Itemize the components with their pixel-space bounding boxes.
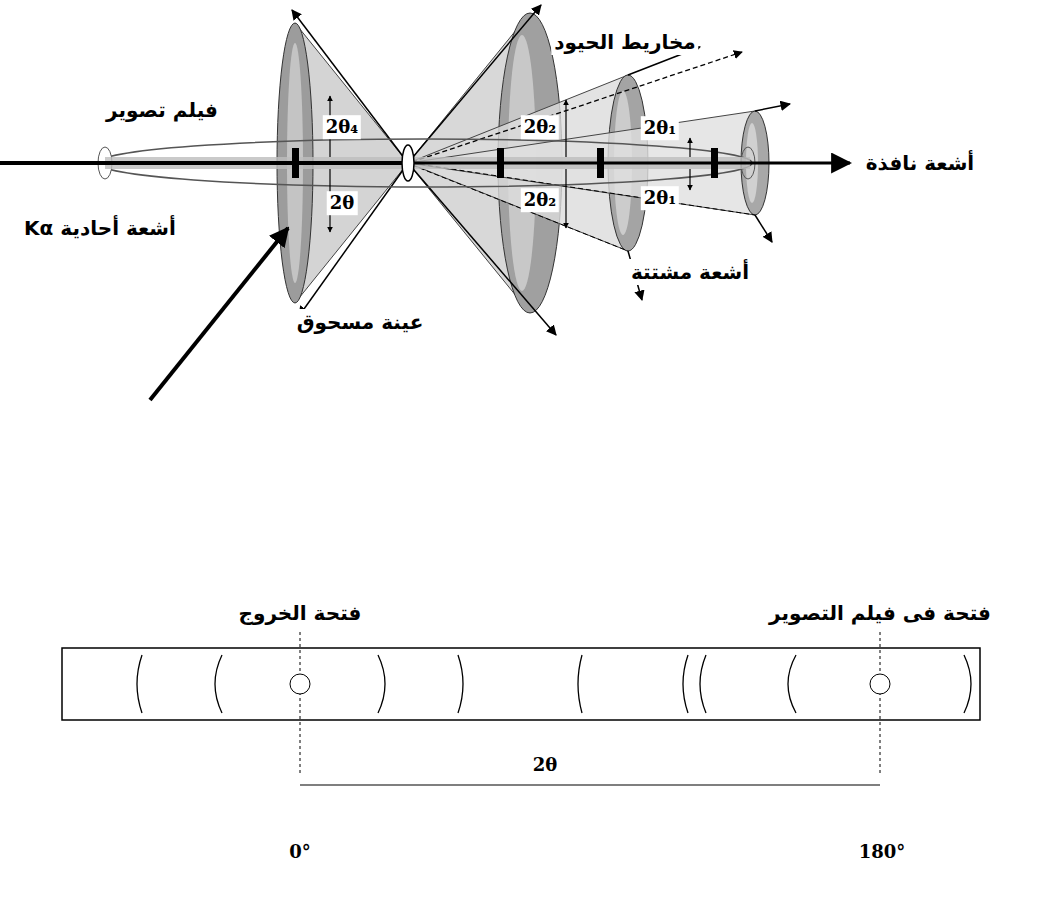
cone-generator xyxy=(412,165,628,251)
exit-hole-label: فتحة الخروج xyxy=(236,600,365,626)
diffraction-arc xyxy=(788,655,796,713)
pointer-arrow xyxy=(150,228,288,400)
angle-label: 2θ₁ xyxy=(641,186,679,210)
powder-sample xyxy=(402,145,414,181)
diffraction-lines xyxy=(137,655,971,713)
diffraction-arc xyxy=(458,655,463,713)
film-label: فيلم تصوير xyxy=(103,97,221,123)
center-line xyxy=(880,632,881,775)
incident-beam xyxy=(0,161,402,165)
angle-label: 2θ xyxy=(327,191,358,215)
diffraction-arc xyxy=(578,655,582,713)
film-hole-label: فتحة فى فيلم التصوير xyxy=(766,600,994,626)
cones-label: مخاريط الحيود xyxy=(551,29,698,55)
cone-generator xyxy=(412,52,742,162)
center-line xyxy=(300,632,301,775)
diffraction-arc xyxy=(964,655,971,713)
dimension-line xyxy=(300,784,880,785)
film-hole xyxy=(290,674,310,694)
angle-label: 2θ₄ xyxy=(323,115,361,139)
angle-label: 2θ₂ xyxy=(521,188,559,212)
diffraction-arc xyxy=(137,655,142,713)
film-strip xyxy=(62,648,980,720)
angle-value: 0° xyxy=(286,840,314,864)
diffraction-arc xyxy=(683,655,688,713)
sample-label: عينة مسحوق xyxy=(294,309,427,335)
angle-label: 2θ₂ xyxy=(521,115,559,139)
angle-measure xyxy=(565,169,566,228)
incident-label: أشعة أحادية Kα xyxy=(21,215,179,241)
transmitted-label: أشعة نافذة xyxy=(863,150,977,176)
angle-label: 2θ xyxy=(530,753,561,777)
angle-measure xyxy=(689,169,690,190)
cone-generator xyxy=(412,163,755,215)
diffraction-arc xyxy=(700,655,706,713)
diffraction-arc xyxy=(378,655,385,713)
transmitted-beam xyxy=(414,162,850,165)
scattered-ray xyxy=(755,104,790,111)
angle-value: 180° xyxy=(856,840,909,864)
angle-measure xyxy=(689,138,690,157)
film-hole xyxy=(870,674,890,694)
scattered-ray xyxy=(755,215,772,242)
angle-label: 2θ₁ xyxy=(641,116,679,140)
diffraction-arc xyxy=(215,655,222,713)
scattered-label: أشعة مشتتة xyxy=(628,259,752,285)
angle-measure xyxy=(565,100,566,157)
